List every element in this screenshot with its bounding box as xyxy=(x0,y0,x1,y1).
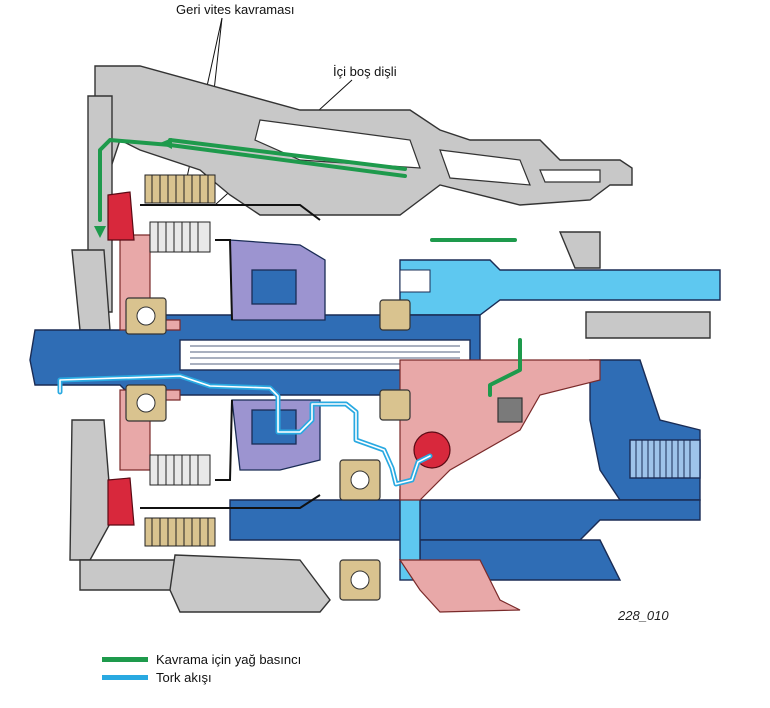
legend-label: Tork akışı xyxy=(156,669,212,685)
legend: Kavrama için yağ basıncı Tork akışı xyxy=(102,650,301,686)
oil-pressure-path xyxy=(98,138,522,397)
structural-outlines xyxy=(140,204,321,509)
legend-swatch-blue xyxy=(102,674,148,680)
oil-flow-arrow xyxy=(160,138,172,149)
friction-plates xyxy=(144,174,216,547)
legend-swatch-green xyxy=(102,656,148,662)
reverse-clutch-callout: Geri vites kavraması xyxy=(176,2,295,17)
legend-item-torque-flow: Tork akışı xyxy=(102,668,301,686)
hollow-gear-callout: İçi boş dişli xyxy=(333,64,397,79)
legend-item-oil-pressure: Kavrama için yağ basıncı xyxy=(102,650,301,668)
planetary-gearset xyxy=(229,239,326,471)
figure-code: 228_010 xyxy=(618,608,669,623)
legend-label: Kavrama için yağ basıncı xyxy=(156,651,302,667)
oil-flow-arrow-down xyxy=(94,226,106,238)
output-shaft-cap xyxy=(399,269,431,293)
output-shaft-upper xyxy=(399,259,721,316)
bearing-rollers xyxy=(136,306,370,590)
output-flange xyxy=(589,359,701,501)
